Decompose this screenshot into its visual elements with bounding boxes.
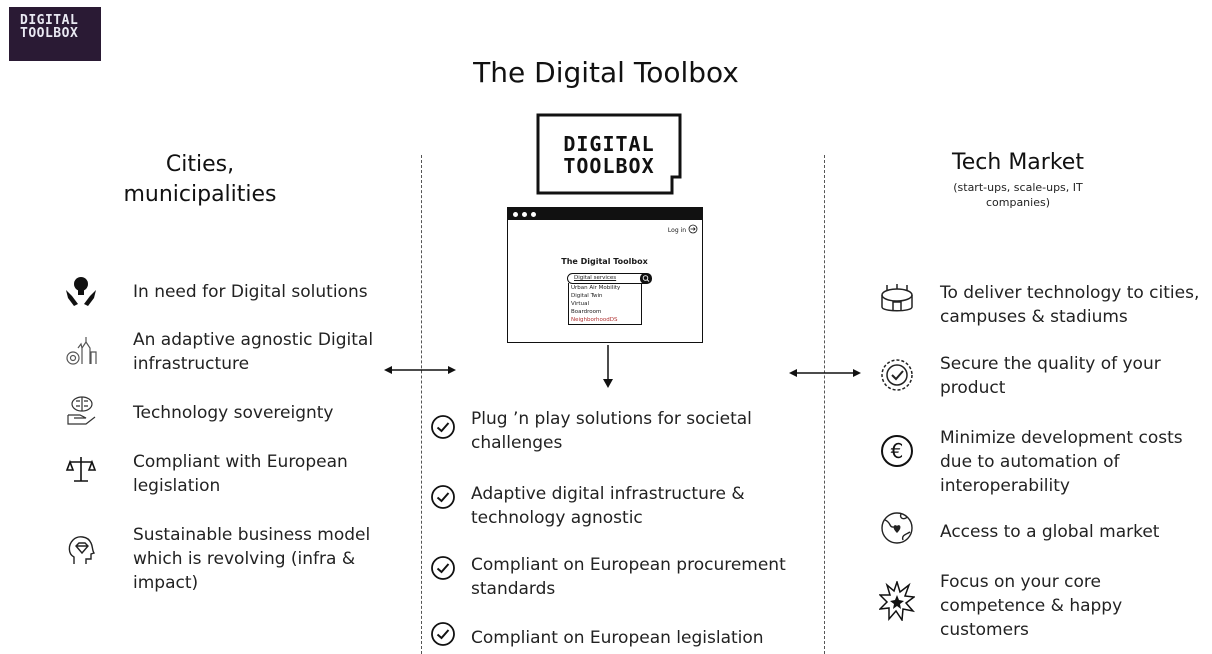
- left-item-3-text: Technology sovereignty: [133, 403, 334, 423]
- right-item-5-text: Focus on your core competence & happy cu…: [940, 572, 1123, 640]
- left-item-1-text: In need for Digital solutions: [133, 282, 368, 302]
- check-circle-icon: [431, 415, 455, 439]
- left-heading-line-1: Cities,: [165, 152, 235, 177]
- digital-toolbox-logo: DIGITAL TOOLBOX: [536, 113, 682, 195]
- stadium-icon: [881, 284, 913, 312]
- hand-lightbulb-icon: [66, 277, 96, 306]
- mini-dropdown: Urban Air Mobility Digital Twin Virtual …: [568, 283, 642, 325]
- center-item-1-text: Plug ’n play solutions for societal chal…: [471, 409, 752, 453]
- login-arrow-icon[interactable]: [688, 224, 698, 234]
- check-circle-icon: [431, 622, 455, 646]
- login-link[interactable]: Log in: [667, 227, 686, 234]
- right-double-arrow: [789, 369, 861, 377]
- browser-mockup: Log in The Digital Toolbox Digital servi…: [507, 207, 703, 343]
- head-diamond-icon: [68, 536, 96, 564]
- quality-badge-icon: [881, 359, 913, 391]
- city-gears-icon: [66, 337, 97, 365]
- right-item-3-text: Minimize development costs due to automa…: [940, 428, 1183, 496]
- mini-option[interactable]: Urban Air Mobility: [571, 285, 621, 291]
- right-subheading: (start-ups, scale-ups, IT companies): [953, 181, 1083, 209]
- left-item-2-text: An adaptive agnostic Digital infrastruct…: [133, 330, 374, 374]
- left-item-1: [64, 274, 98, 312]
- down-arrow: [603, 345, 613, 388]
- left-item-4: [64, 452, 98, 490]
- svg-text:€: €: [891, 439, 904, 463]
- center-item-4-text: Compliant on European legislation: [471, 628, 764, 648]
- left-heading-line-2: municipalities: [123, 182, 277, 207]
- mini-option[interactable]: Virtual: [571, 301, 589, 307]
- check-circle-icon: [431, 485, 455, 509]
- mini-search-value: Digital services: [574, 275, 617, 281]
- browser-title-bar: [508, 208, 702, 220]
- scales-icon: [65, 457, 97, 482]
- center-item-3-text: Compliant on European procurement standa…: [471, 555, 786, 599]
- hand-brain-icon: [67, 396, 96, 425]
- logo-text-line-2: TOOLBOX: [563, 154, 655, 178]
- logo-text-line-1: DIGITAL: [563, 132, 655, 156]
- left-item-3: [64, 393, 98, 431]
- left-item-4-text: Compliant with European legislation: [133, 452, 348, 496]
- right-divider: [824, 155, 825, 654]
- page-title: The Digital Toolbox: [473, 56, 739, 89]
- left-item-5: [64, 533, 98, 571]
- mini-option[interactable]: Digital Twin: [571, 293, 603, 299]
- euro-icon: €: [881, 435, 913, 467]
- right-item-2-text: Secure the quality of your product: [940, 354, 1161, 398]
- check-circle-icon: [431, 556, 455, 580]
- mini-option[interactable]: Boardroom: [571, 309, 602, 315]
- mini-title: The Digital Toolbox: [561, 257, 648, 266]
- left-item-5-text: Sustainable business model which is revo…: [133, 525, 371, 593]
- window-dot-icon: [513, 212, 518, 217]
- right-heading: Tech Market: [952, 150, 1084, 175]
- logo-frame-icon: [536, 113, 682, 195]
- right-item-4-text: Access to a global market: [940, 522, 1160, 542]
- left-double-arrow: [384, 366, 456, 374]
- window-dot-icon: [531, 212, 536, 217]
- mini-option[interactable]: NeighborhoodDS: [571, 317, 618, 323]
- center-item-2-text: Adaptive digital infrastructure & techno…: [471, 484, 745, 528]
- left-heading: Cities, municipalities: [100, 150, 300, 210]
- corner-logo: DIGITAL TOOLBOX: [9, 7, 101, 61]
- burst-icon: [879, 581, 915, 621]
- right-item-1-text: To deliver technology to cities, campuse…: [940, 283, 1200, 327]
- logo-text: DIGITAL TOOLBOX: [536, 133, 682, 177]
- logo-line-1: DIGITAL: [20, 13, 79, 28]
- globe-heart-icon: [881, 512, 913, 544]
- left-item-2: [64, 334, 98, 372]
- logo-line-2: TOOLBOX: [20, 26, 79, 41]
- window-dot-icon: [522, 212, 527, 217]
- left-divider: [421, 155, 422, 654]
- mini-search-icon[interactable]: [640, 273, 652, 284]
